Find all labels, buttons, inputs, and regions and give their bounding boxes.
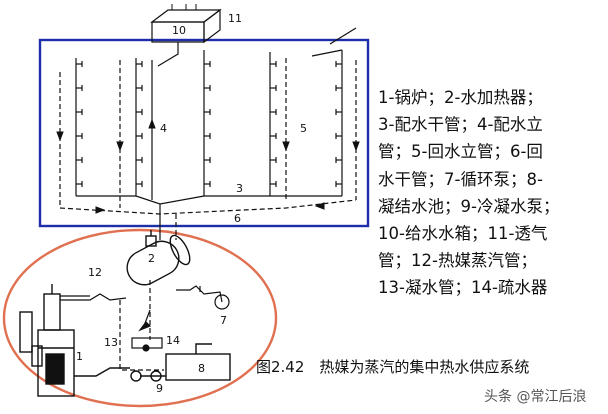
faucets <box>76 61 342 187</box>
legend-line: 13-凝水管；14-疏水器 <box>378 278 548 298</box>
label-5: 5 <box>300 122 307 135</box>
condensate-tank <box>74 343 231 382</box>
vent-pipe <box>171 4 197 10</box>
label-6: 6 <box>234 212 241 225</box>
watermark: 头条 @常江后浪 <box>484 389 587 405</box>
main-pipes <box>59 195 357 240</box>
legend-line: 水干管；7-循环泵；8- <box>378 169 543 189</box>
label-8: 8 <box>198 362 205 375</box>
label-2: 2 <box>148 252 155 265</box>
label-9: 9 <box>156 382 163 395</box>
legend: 1-锅炉；2-水加热器； 3-配水干管；4-配水立 管；5-回水立管；6-回 水… <box>378 84 606 302</box>
label-3: 3 <box>236 182 243 195</box>
label-13: 13 <box>104 336 118 349</box>
flow-arrows <box>56 118 360 214</box>
circulation-pump <box>176 285 230 310</box>
legend-line: 管；12-热媒蒸汽管； <box>378 251 537 271</box>
label-4: 4 <box>160 122 167 135</box>
label-12: 12 <box>88 266 102 279</box>
label-11: 11 <box>228 12 242 25</box>
boiler <box>19 284 75 397</box>
legend-line: 1-锅炉；2-水加热器； <box>378 88 543 107</box>
legend-line: 10-给水水箱；11-透气 <box>378 224 548 244</box>
label-14: 14 <box>166 334 180 347</box>
label-1: 1 <box>76 350 83 363</box>
water-heater <box>126 230 191 286</box>
label-7: 7 <box>220 314 227 327</box>
legend-line: 管；5-回水立管；6-回 <box>378 142 543 162</box>
figure-caption: 图2.42 热媒为蒸汽的集中热水供应系统 <box>256 358 530 376</box>
riser-pipes <box>59 27 357 208</box>
legend-line: 3-配水干管；4-配水立 <box>378 115 543 135</box>
steam-pipe <box>60 293 127 301</box>
boiler-room-outline <box>2 228 278 408</box>
label-10: 10 <box>172 24 186 37</box>
legend-line: 凝结水池；9-冷凝水泵； <box>378 196 560 216</box>
supply-water-tank <box>150 8 222 46</box>
condensate-pipe <box>119 280 164 371</box>
